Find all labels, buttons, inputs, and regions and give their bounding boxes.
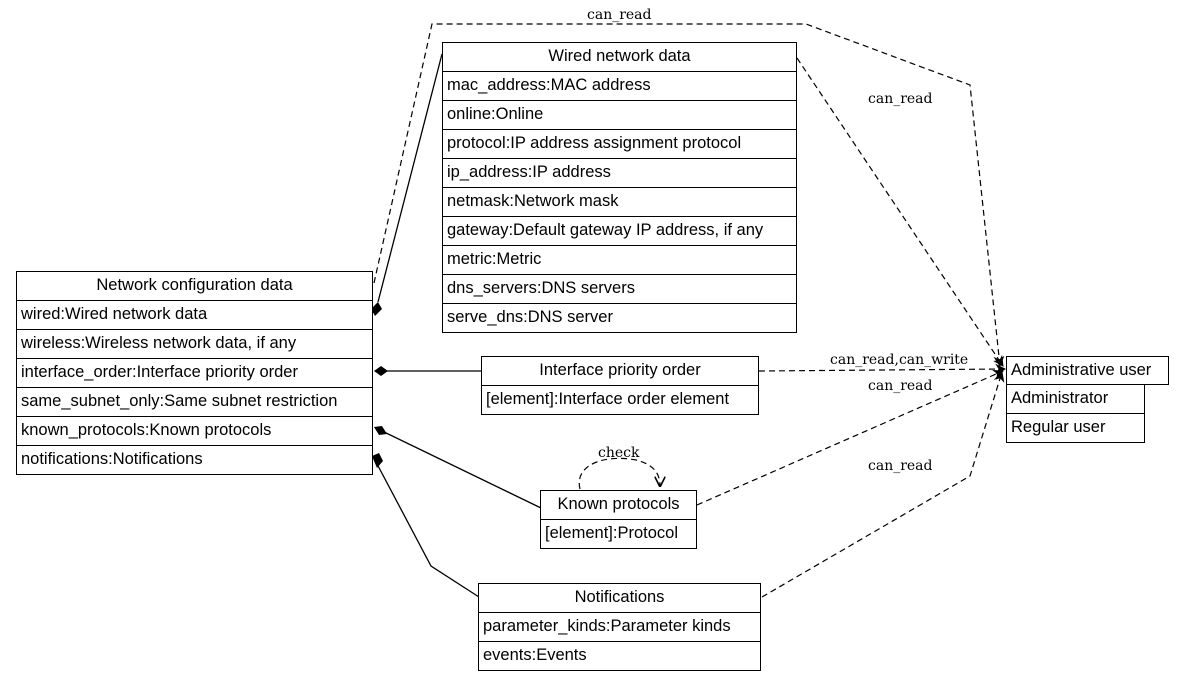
notifications-box[interactable]: Notifications parameter_kinds:Parameter … <box>478 583 761 671</box>
admin-user-box[interactable]: Administrative user <box>1006 356 1169 385</box>
wired-row-dns-servers: dns_servers:DNS servers <box>443 274 796 303</box>
notifications-title: Notifications <box>574 588 665 606</box>
dependency-edges <box>373 23 1007 598</box>
edge-config-known-protocols <box>379 429 542 509</box>
wired-row-protocol: protocol:IP address assignment protocol <box>443 129 796 158</box>
network-config-row-interface-order: interface_order:Interface priority order <box>17 358 372 387</box>
label-interface-can-read: can_read <box>868 378 933 394</box>
edge-protocols-users <box>696 369 1004 506</box>
wired-row-mac: mac_address:MAC address <box>443 71 796 100</box>
network-config-box[interactable]: Network configuration data wired:Wired n… <box>16 271 373 475</box>
diamond-wired <box>371 302 382 316</box>
edge-config-notifications <box>375 461 480 598</box>
wired-row-gateway: gateway:Default gateway IP address, if a… <box>443 216 796 245</box>
user-kinds-box[interactable]: Administrator Regular user <box>1006 384 1145 443</box>
known-protocols-box[interactable]: Known protocols [element]:Protocol <box>540 490 697 549</box>
user-kind-administrator: Administrator <box>1011 389 1109 407</box>
network-config-row-wired: wired:Wired network data <box>17 300 372 329</box>
interface-order-row-element: [element]:Interface order element <box>482 385 758 414</box>
known-protocols-row-element: [element]:Protocol <box>541 519 696 548</box>
admin-user-title: Administrative user <box>1011 361 1152 379</box>
network-config-row-wireless: wireless:Wireless network data, if any <box>17 329 372 358</box>
wired-row-online: online:Online <box>443 100 796 129</box>
wired-row-metric: metric:Metric <box>443 245 796 274</box>
diamond-notifications <box>372 453 383 468</box>
composition-edges <box>375 53 542 598</box>
wired-row-serve-dns: serve_dns:DNS server <box>443 303 796 332</box>
notifications-row-events: events:Events <box>479 641 760 670</box>
edge-wired-users <box>796 57 1004 367</box>
interface-order-title: Interface priority order <box>539 361 701 379</box>
user-kind-regular: Regular user <box>1007 413 1144 442</box>
network-config-title: Network configuration data <box>96 276 293 294</box>
wired-row-netmask: netmask:Network mask <box>443 187 796 216</box>
composition-diamonds <box>371 302 388 468</box>
known-protocols-title: Known protocols <box>557 495 680 513</box>
edge-config-wired <box>377 53 443 303</box>
network-config-row-known-protocols: known_protocols:Known protocols <box>17 416 372 445</box>
wired-network-title: Wired network data <box>548 47 691 65</box>
notifications-row-parameter-kinds: parameter_kinds:Parameter kinds <box>479 612 760 641</box>
diamond-interface-order <box>374 366 388 376</box>
label-config-can-read: can_read <box>587 7 652 23</box>
edge-interface-users <box>758 363 1007 375</box>
network-config-row-notifications: notifications:Notifications <box>17 445 372 474</box>
edge-protocols-check <box>578 457 660 490</box>
label-protocols-check: check <box>598 445 640 461</box>
interface-order-box[interactable]: Interface priority order [element]:Inter… <box>481 356 759 415</box>
label-interface-can-read-write: can_read,can_write <box>830 352 968 368</box>
label-wired-can-read: can_read <box>868 91 933 107</box>
diamond-known-protocols <box>374 426 387 435</box>
wired-network-box[interactable]: Wired network data mac_address:MAC addre… <box>442 42 797 333</box>
edge-notifications-users <box>761 370 1005 598</box>
network-config-row-same-subnet: same_subnet_only:Same subnet restriction <box>17 387 372 416</box>
wired-row-ip: ip_address:IP address <box>443 158 796 187</box>
label-protocols-can-read: can_read <box>868 458 933 474</box>
